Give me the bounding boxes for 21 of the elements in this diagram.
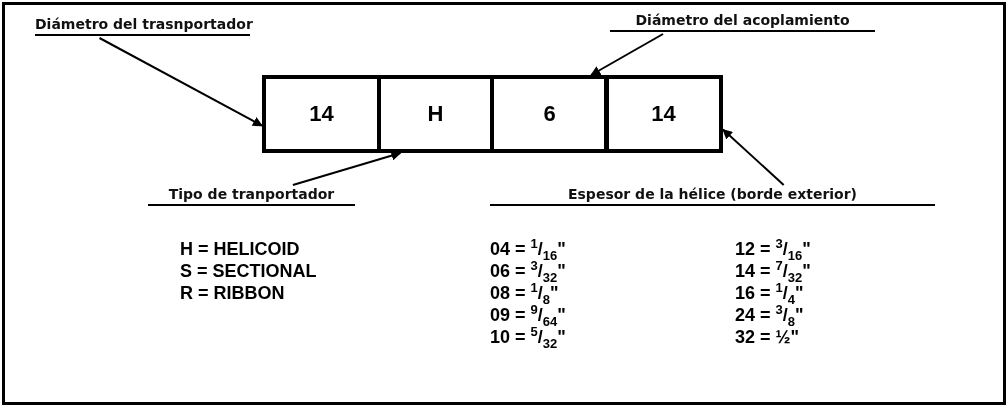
code-value-text: 06 = $^{3}$/$_{32}$" xyxy=(490,260,566,282)
code-value-text: 32 = ½" xyxy=(735,326,800,348)
code-value-text: 12 = $^{3}$/$_{16}$" xyxy=(735,238,811,260)
code-value-text: R = RIBBON xyxy=(180,282,285,304)
caption-text: Espesor de la hélice (borde exterior) xyxy=(490,186,935,206)
arrow xyxy=(98,37,263,127)
code-value-text: 09 = $^{9}$/$_{64}$" xyxy=(490,304,566,326)
arrow xyxy=(590,33,664,76)
arrow xyxy=(291,150,402,186)
code-value-text: 14 = $^{7}$/$_{32}$" xyxy=(735,260,811,282)
code-cell: 14 xyxy=(604,75,723,153)
code-value-text: 24 = $^{3}$/$_{8}$" xyxy=(735,304,804,326)
code-value-text: H = HELICOID xyxy=(180,238,300,260)
code-value-text: S = SECTIONAL xyxy=(180,260,317,282)
code-value-text: 16 = $^{1}$/$_{4}$" xyxy=(735,282,804,304)
caption-text: Tipo de tranportador xyxy=(148,186,355,206)
code-value-text: 04 = $^{1}$/$_{16}$" xyxy=(490,238,566,260)
caption-text: Diámetro del acoplamiento xyxy=(610,12,875,32)
arrow xyxy=(722,128,785,186)
code-value-text: 10 = $^{5}$/$_{32}$" xyxy=(490,326,566,348)
code-value-text: 08 = $^{1}$/$_{8}$" xyxy=(490,282,559,304)
